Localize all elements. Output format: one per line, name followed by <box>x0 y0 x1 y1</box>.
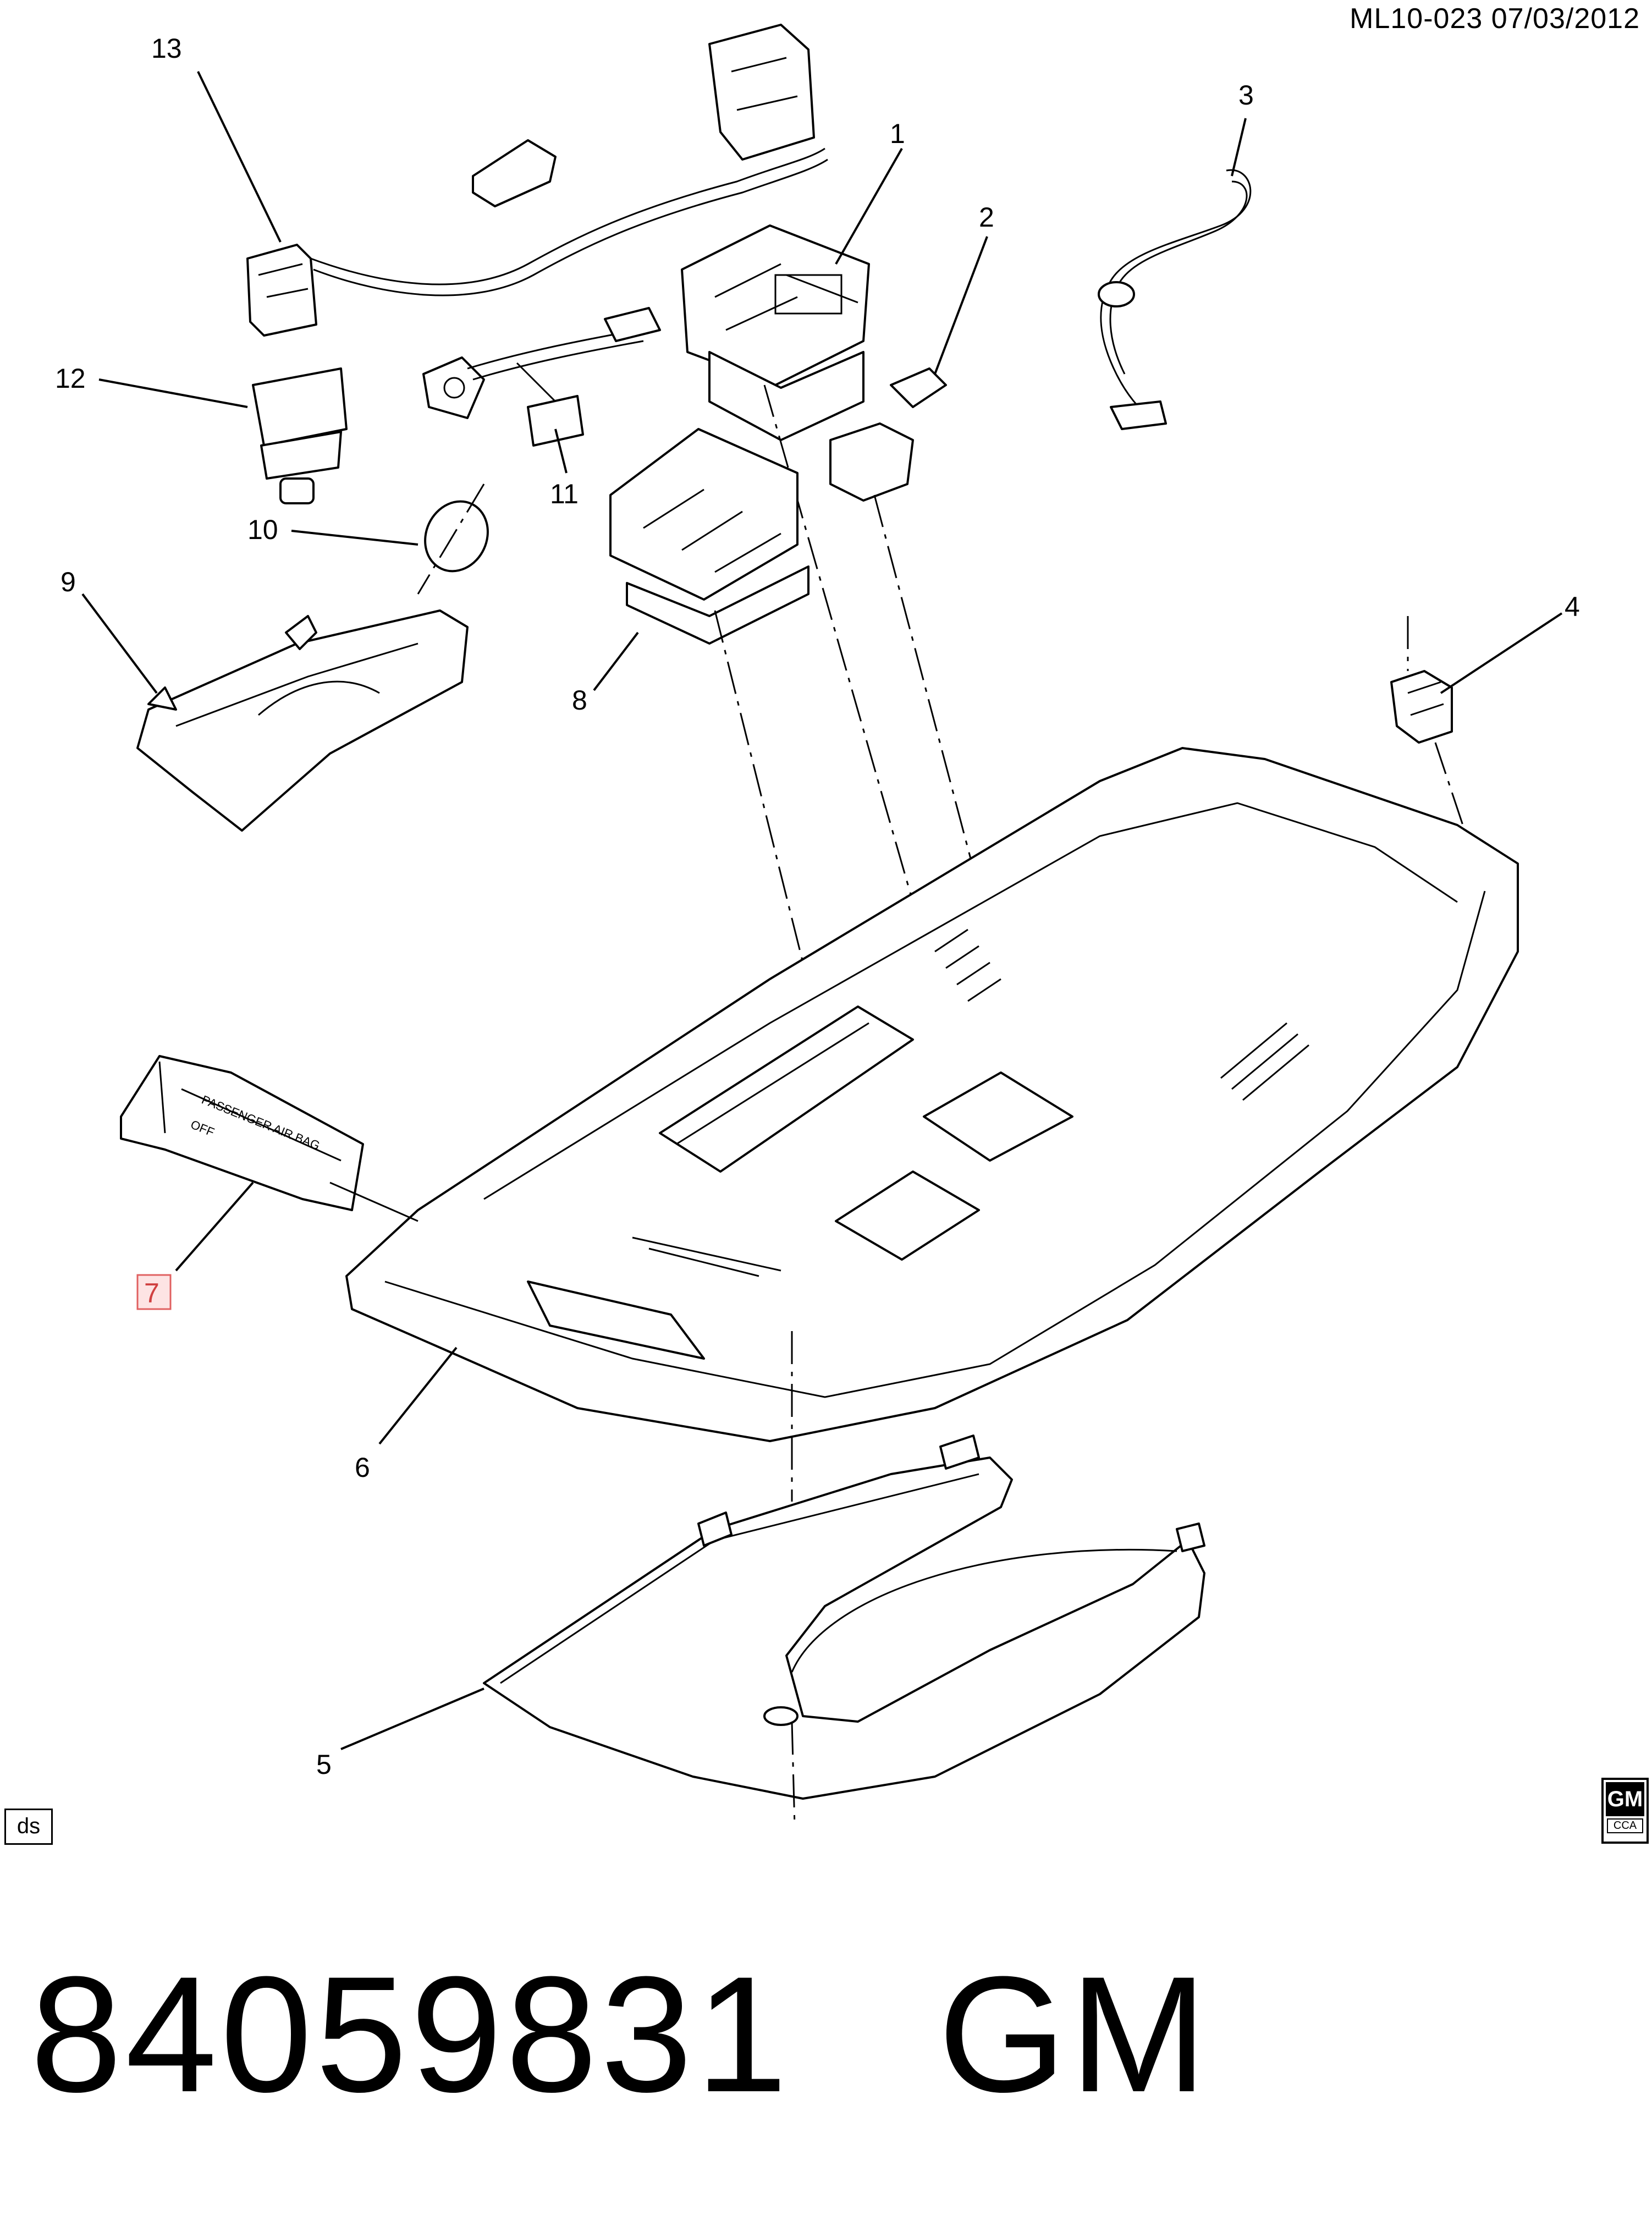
bulb-part-10 <box>417 483 489 595</box>
switch-part-1 <box>681 224 914 903</box>
harness-part-11 <box>422 307 661 447</box>
lamp-housing-part-9 <box>136 609 469 832</box>
callout-7: 7 <box>144 1278 159 1309</box>
ds-tag: ds <box>4 1809 53 1845</box>
cca-label: CCA <box>1607 1818 1643 1833</box>
leader-lines <box>81 71 1563 1750</box>
airbag-switch-part-7 <box>120 1055 418 1222</box>
brand-name: GM <box>938 1942 1211 2126</box>
connector-part-2 <box>829 367 974 870</box>
connector-part-12 <box>252 367 348 504</box>
exploded-view-diagram: 13 1 3 2 12 11 10 9 8 4 7 6 5 PASSENGER … <box>55 24 1580 1827</box>
callout-13: 13 <box>151 33 182 64</box>
callout-3: 3 <box>1238 80 1254 111</box>
callout-7-highlight <box>136 1274 172 1310</box>
callout-6: 6 <box>355 1452 370 1483</box>
clip-part-4 <box>1390 616 1464 826</box>
gm-cca-logo: GM CCA <box>1601 1778 1649 1844</box>
overhead-console-part-6 <box>345 747 1519 1442</box>
drawing-code: ML10-023 07/03/2012 <box>1350 3 1640 35</box>
callout-4: 4 <box>1565 591 1580 622</box>
callout-12: 12 <box>55 363 86 394</box>
switch-part-8 <box>609 428 810 985</box>
callout-9: 9 <box>60 567 76 597</box>
trim-bezel-part-5 <box>483 1331 1205 1827</box>
gm-logo-mark: GM <box>1606 1782 1644 1816</box>
callout-10: 10 <box>247 514 278 545</box>
callout-2: 2 <box>979 202 994 233</box>
callout-11: 11 <box>550 479 579 509</box>
callout-8: 8 <box>572 685 587 716</box>
part-number: 84059831 <box>30 1942 791 2126</box>
callout-5: 5 <box>316 1749 332 1780</box>
part-number-footer: 84059831 GM <box>30 1939 1210 2129</box>
wiring-harness-part-13 <box>246 24 828 337</box>
wire-part-3 <box>1098 169 1252 430</box>
callout-1: 1 <box>890 118 905 149</box>
callout-labels: 13 1 3 2 12 11 10 9 8 4 7 6 5 <box>55 33 1580 1780</box>
